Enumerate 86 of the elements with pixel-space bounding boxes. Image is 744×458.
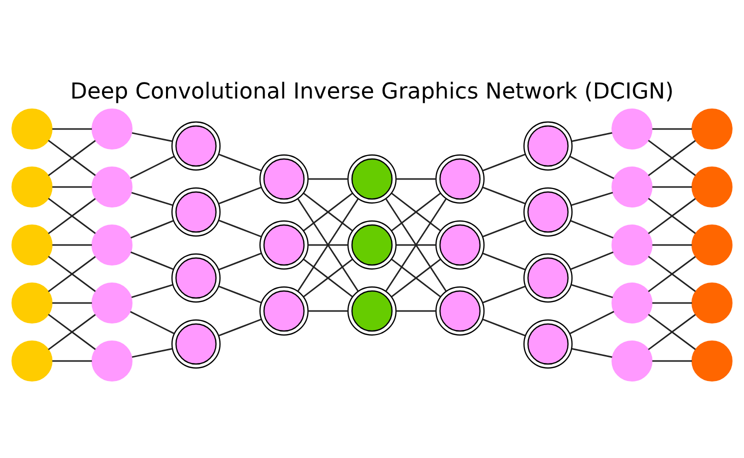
connector <box>569 310 614 334</box>
node-circle <box>92 108 132 150</box>
node-circle <box>612 166 652 208</box>
node-circle <box>171 319 221 369</box>
connector <box>569 156 614 180</box>
connector <box>132 348 172 358</box>
node-circle <box>92 166 132 208</box>
node-circle <box>259 286 309 336</box>
node-circle <box>347 220 397 270</box>
node-circle <box>692 166 732 208</box>
connector <box>396 244 436 246</box>
node-circle <box>12 340 52 382</box>
connector <box>482 286 526 304</box>
connector <box>482 318 526 336</box>
connector <box>571 284 613 298</box>
node-circle <box>612 224 652 266</box>
node-circle <box>612 108 652 150</box>
node-circle <box>12 108 52 150</box>
node-circle <box>92 340 132 382</box>
node-circle <box>692 224 732 266</box>
node-circle <box>12 224 52 266</box>
node-circle <box>171 121 221 171</box>
node-circle <box>523 187 573 237</box>
connector <box>52 302 92 304</box>
node-circle <box>347 286 397 336</box>
connector <box>218 318 262 336</box>
diagram-title: Deep Convolutional Inverse Graphics Network (DCIGN) <box>70 80 674 105</box>
connector <box>132 132 172 142</box>
node-circle <box>12 282 52 324</box>
connector <box>130 156 174 179</box>
node-circle <box>92 282 132 324</box>
connector <box>570 220 614 239</box>
node-circle <box>692 108 732 150</box>
node-circle <box>612 282 652 324</box>
node-circle <box>612 340 652 382</box>
connector <box>52 244 92 246</box>
connector <box>482 154 526 172</box>
node-circle <box>523 319 573 369</box>
node-circle <box>523 253 573 303</box>
connector <box>396 310 436 312</box>
connector <box>303 192 353 232</box>
connector <box>652 128 692 130</box>
connector <box>131 284 173 298</box>
connector <box>218 252 262 270</box>
node-circle <box>171 187 221 237</box>
node-circle <box>12 166 52 208</box>
node-circle <box>347 154 397 204</box>
connector <box>571 192 613 206</box>
node-circle <box>435 220 485 270</box>
connector <box>52 128 92 130</box>
connector <box>652 244 692 246</box>
node-circle <box>259 154 309 204</box>
connector <box>130 251 174 270</box>
node-circle <box>523 121 573 171</box>
connector <box>218 220 262 238</box>
connector <box>130 220 174 239</box>
node-circle <box>92 224 132 266</box>
connector <box>652 360 692 362</box>
node-circle <box>259 220 309 270</box>
node-circle <box>171 253 221 303</box>
node-circle <box>692 282 732 324</box>
connector <box>131 192 173 206</box>
node-circle <box>435 286 485 336</box>
connector <box>308 310 348 312</box>
connector <box>308 244 348 246</box>
node-circle <box>692 340 732 382</box>
connector <box>391 258 441 298</box>
connector <box>391 192 441 232</box>
connector <box>218 154 262 172</box>
node-circle <box>435 154 485 204</box>
connector <box>303 258 353 298</box>
connector <box>52 360 92 362</box>
connector <box>130 311 174 334</box>
connector <box>570 251 614 270</box>
connector <box>482 186 526 204</box>
connector <box>482 220 526 238</box>
connector <box>572 132 612 142</box>
connector <box>482 252 526 270</box>
connector <box>218 186 262 204</box>
connector <box>52 186 92 188</box>
connector <box>396 178 436 180</box>
connector <box>308 178 348 180</box>
connector <box>572 348 612 358</box>
connector <box>218 286 262 304</box>
connector <box>652 186 692 188</box>
connector <box>652 302 692 304</box>
